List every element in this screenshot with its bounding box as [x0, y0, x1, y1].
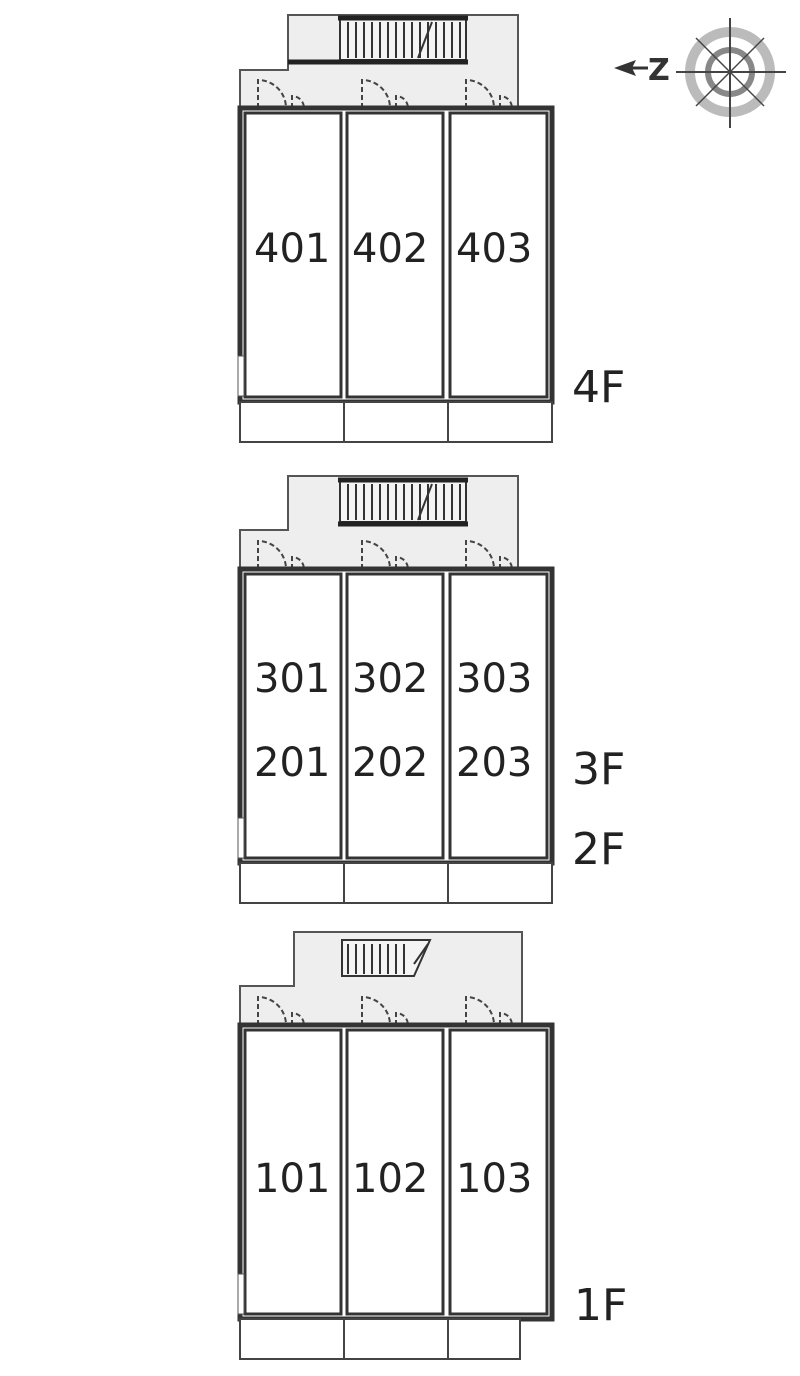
unit-label: 303: [456, 656, 532, 702]
stair-treads: [347, 22, 461, 58]
floor-label: 3F: [572, 744, 625, 795]
unit-label: 202: [352, 740, 428, 786]
unit-room-302: [345, 572, 445, 860]
unit-room-101: [243, 1028, 343, 1316]
balcony-102: [343, 1318, 449, 1360]
stair-break-line: [413, 943, 429, 965]
compass-line-d2: [695, 37, 765, 107]
stair-break-line: [417, 21, 433, 59]
unit-room-303: [448, 572, 549, 860]
unit-label: 402: [352, 226, 428, 272]
unit-room-401: [243, 111, 343, 399]
balcony-303: [447, 862, 553, 904]
balcony-401: [239, 401, 345, 443]
balcony-402: [343, 401, 449, 443]
floor-block-3f-2f: 301 302 303 201 202 203 3F 2F: [237, 475, 625, 904]
unit-label: 201: [254, 740, 330, 786]
unit-room-102: [345, 1028, 445, 1316]
balcony-101: [239, 1318, 345, 1360]
staircase-4f: [288, 15, 468, 65]
unit-label: 103: [456, 1156, 532, 1202]
balcony-301: [239, 862, 345, 904]
unit-room-403: [448, 111, 549, 399]
compass-arrow-icon: [614, 60, 636, 76]
compass-north-label: Z: [648, 53, 670, 88]
unit-label: 302: [352, 656, 428, 702]
unit-label: 301: [254, 656, 330, 702]
window-mark: [237, 1273, 245, 1315]
floor-block-1f: 101 102 103 1F: [237, 931, 627, 1360]
staircase-3f-2f: [338, 477, 468, 527]
compass: Z: [614, 18, 786, 128]
floor-label: 4F: [572, 362, 625, 413]
balcony-302: [343, 862, 449, 904]
balcony-403: [447, 401, 553, 443]
floor-label: 2F: [572, 824, 625, 875]
unit-label: 101: [254, 1156, 330, 1202]
unit-label: 102: [352, 1156, 428, 1202]
window-mark: [237, 817, 245, 859]
unit-room-402: [345, 111, 445, 399]
unit-room-103: [448, 1028, 549, 1316]
stair-treads: [347, 484, 461, 520]
floor-block-4f: 401 402 403 4F: [237, 14, 625, 443]
unit-label: 401: [254, 226, 330, 272]
window-mark: [237, 355, 245, 397]
staircase-1f: [341, 939, 432, 977]
unit-label: 403: [456, 226, 532, 272]
floor-label: 1F: [574, 1280, 627, 1331]
balcony-103: [447, 1318, 521, 1360]
unit-room-301: [243, 572, 343, 860]
unit-label: 203: [456, 740, 532, 786]
stair-break-line: [417, 483, 433, 521]
stair-treads: [347, 944, 405, 974]
